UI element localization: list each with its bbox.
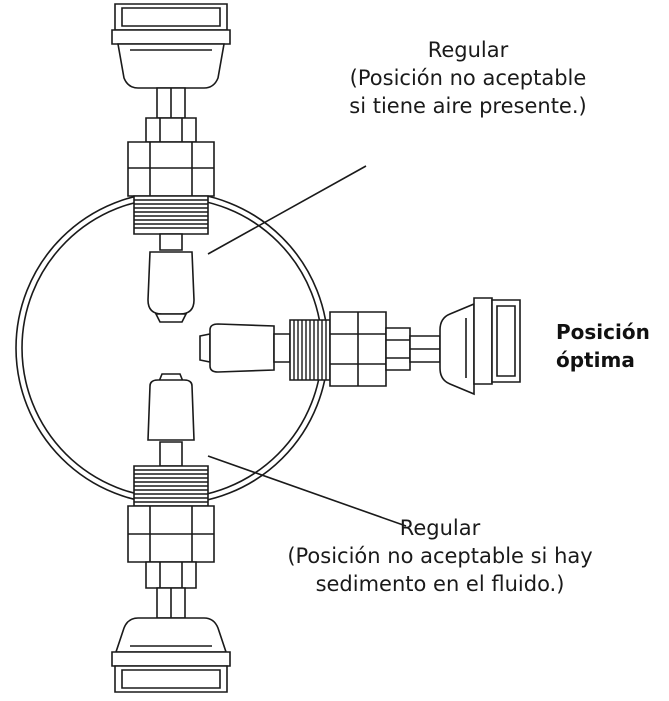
label-top-title: Regular [427,38,509,62]
label-bottom-position: Regular (Posición no aceptable si hay se… [270,514,610,598]
label-top-note-line1: (Posición no aceptable [349,66,587,90]
leader-lines [207,165,407,527]
sensor-top [111,3,231,323]
label-right-line1: Posición [556,320,650,344]
leader-line-bottom [207,455,407,527]
label-top-position: Regular (Posición no aceptable si tiene … [318,36,618,120]
sensor-right [199,297,521,396]
label-bottom-note-line1: (Posición no aceptable si hay [287,544,593,568]
sensor-bottom [111,373,231,693]
label-right-position: Posición óptima [556,318,666,374]
label-right-line2: óptima [556,348,635,372]
label-bottom-title: Regular [399,516,481,540]
label-bottom-note-line2: sedimento en el fluido.) [315,572,565,596]
label-top-note-line2: si tiene aire presente.) [349,94,587,118]
leader-line-top [207,165,367,255]
